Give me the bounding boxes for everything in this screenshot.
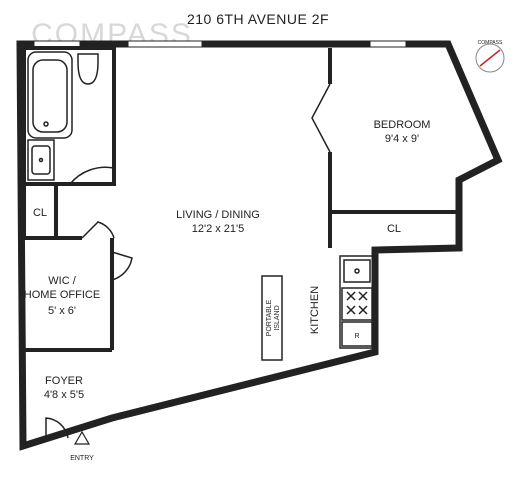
wic-door-swing-2: [111, 251, 133, 281]
outer-walls: [16, 40, 503, 451]
wic-door-swing: [81, 221, 115, 239]
foyer-size: 4'8 x 5'5: [44, 389, 84, 401]
bathtub-basin: [32, 59, 68, 133]
burners: [346, 291, 368, 315]
bathroom-walls: [22, 46, 116, 186]
kitchen-sink-drain: [354, 268, 360, 274]
living-label: LIVING / DINING: [176, 209, 260, 221]
sink-drain: [38, 157, 44, 163]
living-size: 12'2 x 21'5: [192, 223, 245, 235]
kitchen-sink: [343, 259, 371, 283]
bedroom-label: BEDROOM: [374, 119, 431, 131]
entry-door[interactable]: ENTRY: [45, 417, 94, 462]
bathroom: [22, 46, 116, 186]
kitchen-counter: [339, 255, 375, 349]
burner: [346, 291, 356, 301]
bedroom: [311, 48, 459, 248]
compass-needle-icon: [479, 49, 501, 67]
vanity: [27, 139, 55, 181]
portable-island: [261, 275, 283, 361]
refrigerator: [341, 321, 373, 347]
plan-title: 210 6TH AVENUE 2F: [187, 11, 329, 27]
kitchen: R: [339, 255, 375, 349]
foyer-label: FOYER: [45, 375, 83, 387]
compass-label: COMPASS: [478, 40, 503, 46]
burner: [358, 305, 368, 315]
wic-room: [24, 221, 133, 352]
compass-rose: COMPASS: [475, 40, 505, 73]
kitchen-label: KITCHEN: [309, 286, 321, 334]
bedroom-closet-label: CL: [387, 223, 401, 235]
wic-size: 5' x 6': [48, 305, 76, 317]
range-label: R: [354, 333, 359, 340]
wic-label-line1: WIC /: [48, 275, 76, 287]
bathroom-door-swing: [69, 166, 115, 185]
window: [127, 40, 203, 48]
burner: [358, 291, 368, 301]
left-closet-label: CL: [33, 207, 47, 219]
bedroom-door-swing: [311, 83, 331, 153]
burner: [346, 305, 356, 315]
entry-arrow-icon: [73, 430, 91, 445]
wic-label-line2: HOME OFFICE: [24, 289, 100, 301]
tub-drain: [43, 121, 49, 127]
toilet: [77, 53, 99, 85]
entry-label: ENTRY: [70, 455, 94, 462]
sink: [31, 145, 51, 175]
entry-door-swing: [45, 417, 69, 440]
bathtub: [27, 51, 73, 139]
cooktop: [341, 287, 373, 321]
window: [369, 40, 407, 48]
island-label-line1: PORTABLE: [266, 299, 273, 336]
island-label-line2: ISLAND: [274, 305, 281, 330]
bedroom-size: 9'4 x 9': [385, 133, 419, 145]
